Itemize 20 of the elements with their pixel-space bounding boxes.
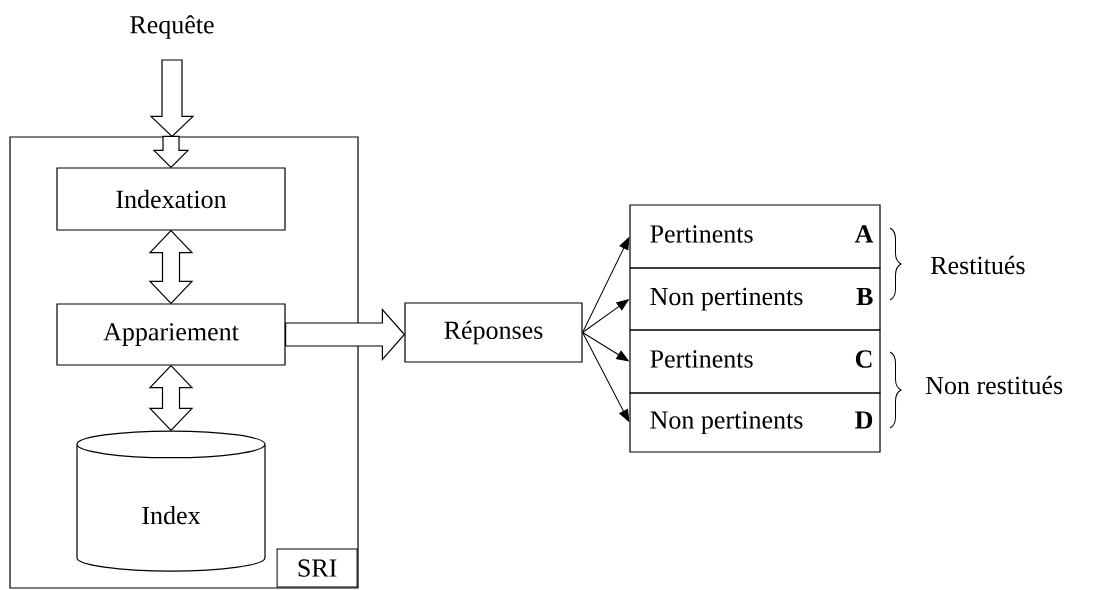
block-arrow [152,135,190,169]
arrow [582,237,630,333]
arrow [582,299,629,333]
block-arrow [149,59,195,138]
group-label: Restitués [930,255,1025,275]
result-cell: Pertinents C [629,329,881,394]
tab-label: SRI [276,548,358,588]
process-box: Appariement [56,303,286,366]
request-text: Requête [130,15,214,39]
block-arrow [285,307,406,362]
result-cell: Pertinents A [629,204,881,269]
process-box: Indexation [56,167,286,231]
result-cell: Non pertinents B [629,267,881,331]
arrow [582,332,629,362]
system-box [9,136,359,589]
result-cell: Non pertinents D [629,392,881,453]
database-cylinder: Index [76,430,266,572]
process-box: Réponses [404,302,583,363]
group-label: Non restitués [925,375,1063,395]
arrow [582,332,630,422]
